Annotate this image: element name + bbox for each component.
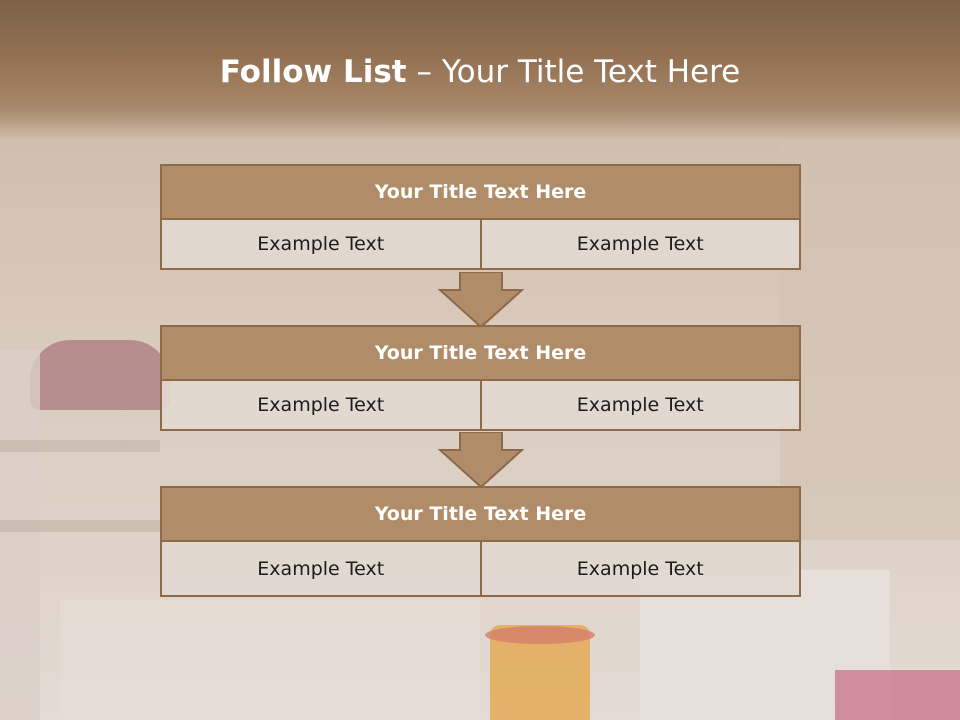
header-band bbox=[0, 0, 960, 140]
block-title: Your Title Text Here bbox=[160, 486, 801, 542]
slide-title: Follow List – Your Title Text Here bbox=[0, 54, 960, 90]
example-text-right: Example Text bbox=[481, 542, 801, 597]
block-title: Your Title Text Here bbox=[160, 164, 801, 220]
list-block-1: Your Title Text Here Example Text Exampl… bbox=[160, 164, 801, 270]
list-block-3: Your Title Text Here Example Text Exampl… bbox=[160, 486, 801, 597]
block-cells: Example Text Example Text bbox=[160, 381, 801, 431]
example-text-right: Example Text bbox=[481, 381, 801, 431]
example-text-left: Example Text bbox=[160, 220, 482, 270]
example-text-left: Example Text bbox=[160, 542, 482, 597]
slide-title-bold: Follow List bbox=[219, 54, 407, 90]
block-cells: Example Text Example Text bbox=[160, 542, 801, 597]
example-text-left: Example Text bbox=[160, 381, 482, 431]
block-title: Your Title Text Here bbox=[160, 325, 801, 381]
list-block-2: Your Title Text Here Example Text Exampl… bbox=[160, 325, 801, 431]
example-text-right: Example Text bbox=[481, 220, 801, 270]
down-arrow-icon bbox=[438, 432, 524, 488]
down-arrow-icon bbox=[438, 272, 524, 328]
block-cells: Example Text Example Text bbox=[160, 220, 801, 270]
slide-title-rest: – Your Title Text Here bbox=[406, 54, 741, 90]
